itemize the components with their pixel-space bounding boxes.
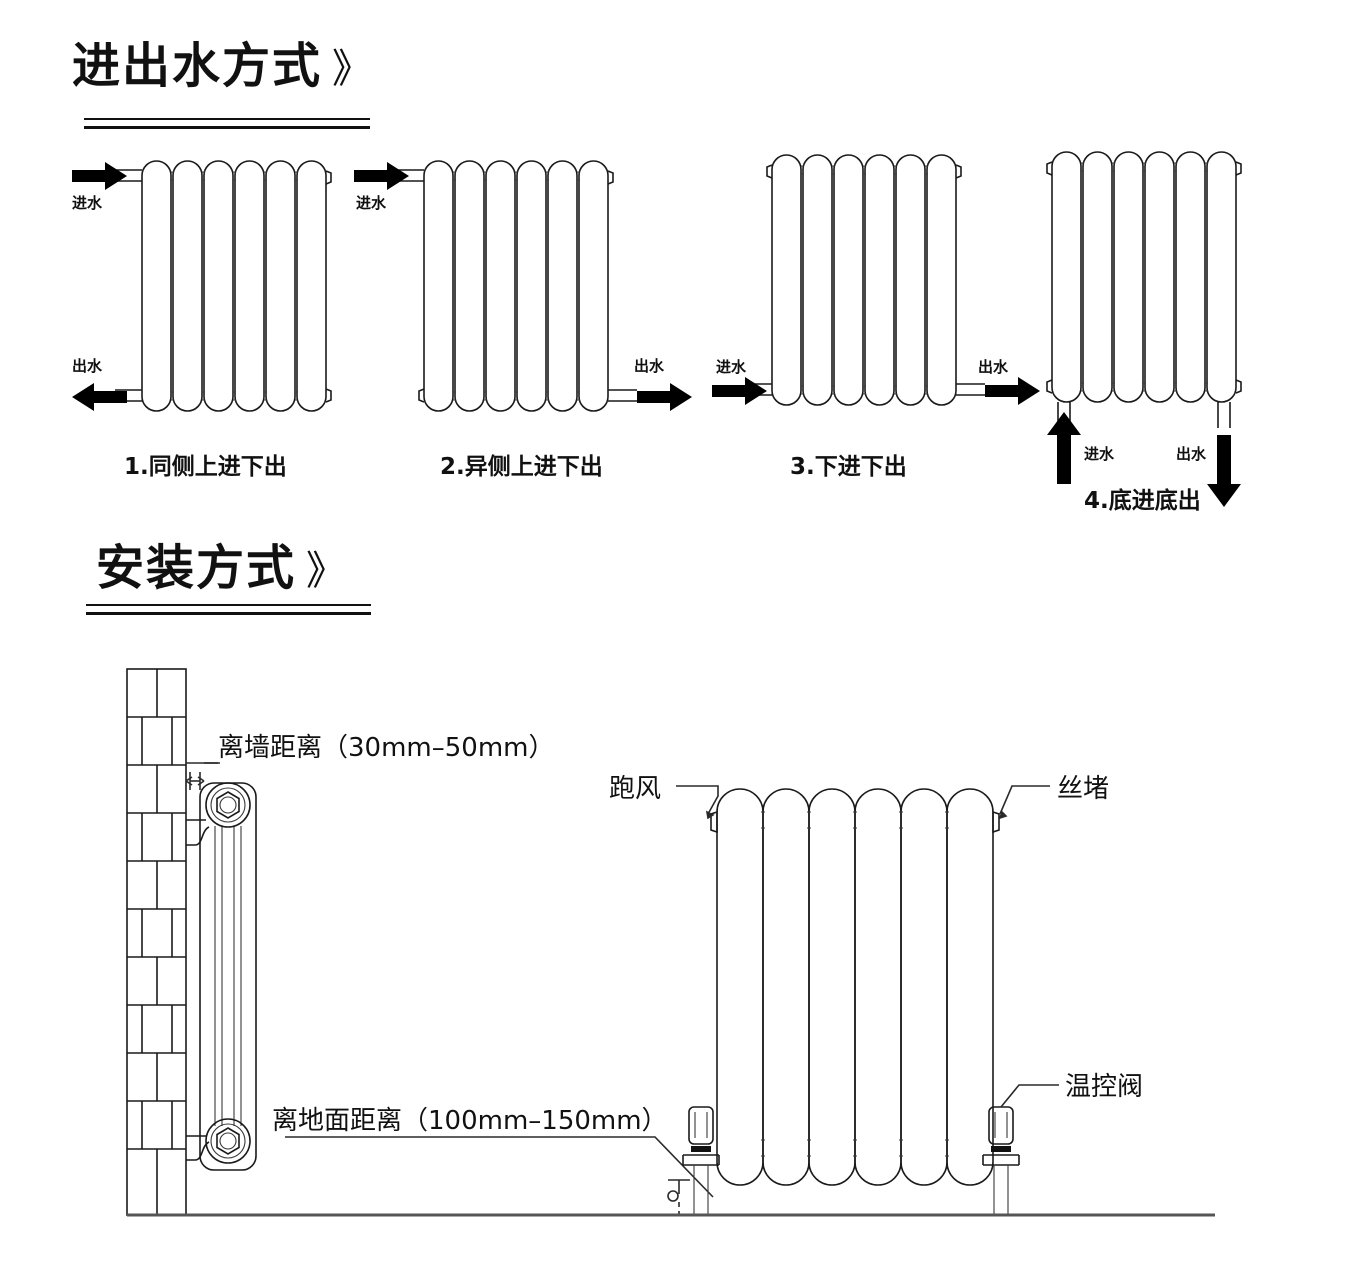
radiator-3 — [745, 154, 985, 406]
vent-label: 跑风 — [609, 774, 662, 804]
vent-leader — [676, 785, 719, 820]
heading-rule-bottom-2 — [86, 612, 371, 615]
valve-left — [682, 1106, 720, 1215]
section-title-installation: 安装方式 — [96, 540, 297, 596]
flow-caption-4: 4.底进底出 — [1084, 488, 1201, 514]
flow-label-outlet-3: 出水 — [978, 358, 1009, 376]
wall-distance-label: 离墙距离（30mm–50mm） — [218, 733, 555, 763]
inlet-arrow-1 — [72, 162, 127, 190]
heading-rule-top-2 — [86, 604, 371, 606]
brick-wall — [126, 668, 187, 1216]
radiator-2 — [397, 160, 637, 412]
radiator-1 — [115, 160, 332, 412]
flow-label-outlet-2: 出水 — [634, 357, 665, 375]
floor-distance-leader — [285, 1136, 714, 1215]
valve-label: 温控阀 — [1065, 1072, 1144, 1102]
radiator-front-view — [710, 788, 1000, 1186]
plug-leader — [998, 785, 1050, 820]
valve-leader — [1000, 1084, 1059, 1108]
flow-label-inlet-4: 进水 — [1084, 445, 1115, 463]
flow-label-outlet-1: 出水 — [72, 357, 103, 375]
flow-label-inlet-3: 进水 — [716, 358, 747, 376]
inlet-arrow-2 — [354, 162, 409, 190]
floor-distance-label: 离地面距离（100mm–150mm） — [272, 1106, 668, 1136]
heading-rule-bottom-1 — [84, 126, 370, 129]
flow-label-inlet-1: 进水 — [72, 194, 103, 212]
outlet-arrow-1 — [72, 383, 127, 411]
section-heading-installation: 安装方式》 — [96, 538, 346, 596]
wall-distance-leader — [185, 762, 220, 790]
flow-caption-1: 1.同侧上进下出 — [124, 454, 287, 480]
flow-label-inlet-2: 进水 — [356, 194, 387, 212]
outlet-arrow-3 — [985, 377, 1040, 405]
inlet-arrow-3 — [712, 377, 767, 405]
flow-caption-3: 3.下进下出 — [790, 454, 907, 480]
flow-label-outlet-4: 出水 — [1176, 445, 1207, 463]
plug-label: 丝堵 — [1057, 774, 1110, 804]
section-heading-water-flow: 进出水方式》 — [72, 36, 372, 94]
radiator-side-view — [186, 782, 257, 1171]
inlet-arrow-4 — [1047, 412, 1081, 484]
section-title-water-flow: 进出水方式 — [72, 38, 323, 94]
outlet-arrow-4 — [1207, 435, 1241, 507]
chevron-double-right-icon-2: 》 — [306, 549, 347, 593]
heading-rule-top-1 — [84, 118, 370, 120]
flow-caption-2: 2.异侧上进下出 — [440, 454, 603, 480]
valve-right — [982, 1106, 1020, 1215]
radiator-4 — [1046, 151, 1242, 428]
chevron-double-right-icon: 》 — [332, 47, 373, 91]
outlet-arrow-2 — [637, 383, 692, 411]
